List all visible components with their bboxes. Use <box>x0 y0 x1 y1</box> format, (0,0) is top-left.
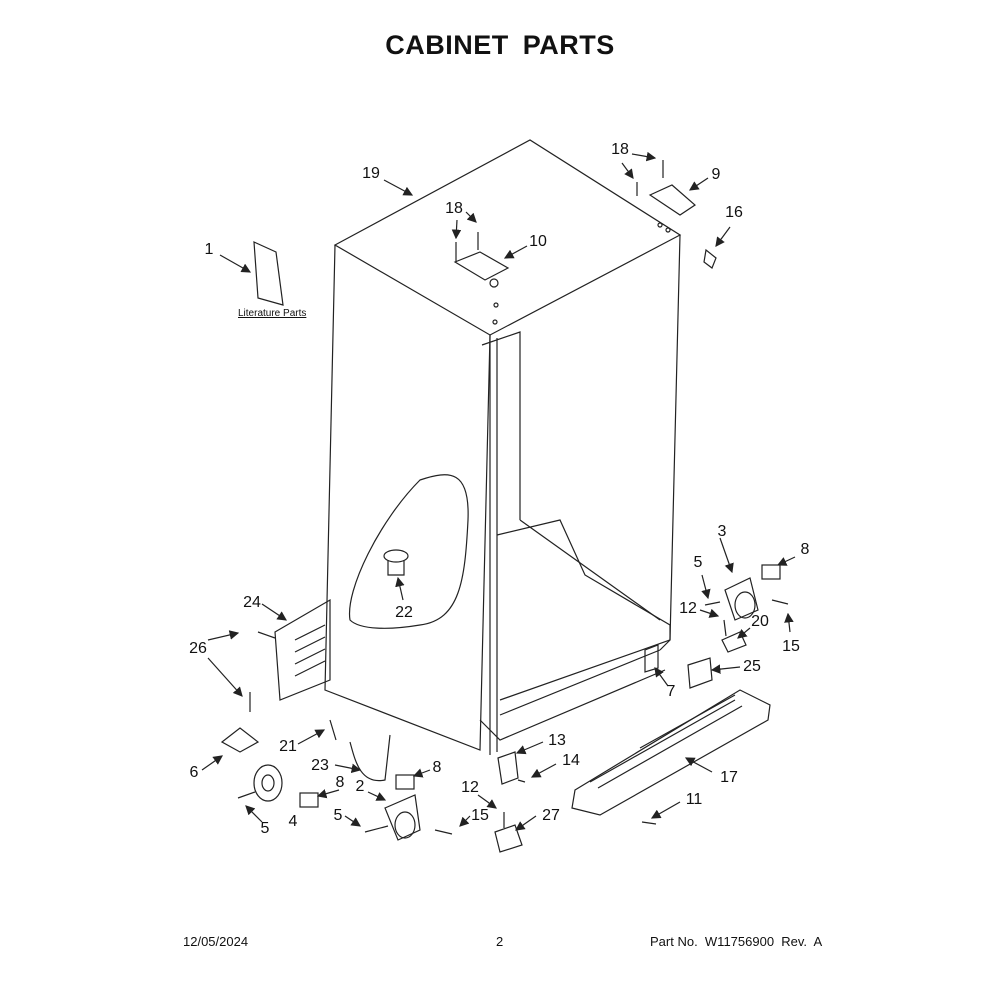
callout-12-b: 12 <box>461 779 479 796</box>
drain-tube-23 <box>349 734 391 782</box>
callout-24: 24 <box>243 594 261 611</box>
callout-9: 9 <box>711 166 721 183</box>
literature-parts-label: Literature Parts <box>238 308 307 319</box>
callout-18-a: 18 <box>445 200 463 217</box>
callout-17: 17 <box>720 769 738 786</box>
callout-13: 13 <box>548 732 566 749</box>
callout-19: 19 <box>362 165 380 182</box>
callout-5-c: 5 <box>260 820 270 837</box>
leveler-bracket-6 <box>220 727 260 753</box>
callout-7: 7 <box>666 683 676 700</box>
page-title: CABINET PARTS <box>385 30 615 60</box>
callout-16: 16 <box>725 204 743 221</box>
callout-2: 2 <box>355 778 365 795</box>
callout-22: 22 <box>395 604 413 621</box>
callout-20: 20 <box>751 613 769 630</box>
roller-assembly-3 <box>724 577 759 621</box>
callout-8-b: 8 <box>335 774 345 791</box>
callout-5-a: 5 <box>693 554 703 571</box>
footer-page-number: 2 <box>496 934 504 949</box>
callout-15-b: 15 <box>471 807 489 824</box>
callout-26: 26 <box>189 640 207 657</box>
callout-14: 14 <box>562 752 580 769</box>
callout-8-c: 8 <box>432 759 442 776</box>
cabinet-front-frame <box>481 331 661 755</box>
top-hinge-10 <box>453 251 510 281</box>
cabinet-left-side <box>324 244 491 751</box>
callout-25: 25 <box>743 658 761 675</box>
callout-27: 27 <box>542 807 560 824</box>
callout-8-a: 8 <box>800 541 810 558</box>
callout-1: 1 <box>204 241 214 258</box>
callout-23: 23 <box>311 757 329 774</box>
callout-15-a: 15 <box>782 638 800 655</box>
callout-12-a: 12 <box>679 600 697 617</box>
footer-date: 12/05/2024 <box>183 934 249 949</box>
callout-5-b: 5 <box>333 807 343 824</box>
callout-4: 4 <box>288 813 298 830</box>
drain-fitting <box>383 549 409 563</box>
callout-21: 21 <box>279 738 297 755</box>
toe-grille-17 <box>571 689 771 816</box>
callout-11: 11 <box>685 791 703 808</box>
cabinet-interior-floor <box>496 519 671 716</box>
footer-part-number: Part No. W11756900 Rev. A <box>650 934 823 949</box>
cutaway-outline <box>348 474 469 629</box>
callout-6: 6 <box>189 764 199 781</box>
callout-10: 10 <box>529 233 547 250</box>
top-hinge-9 <box>648 184 696 216</box>
rear-grille <box>274 598 331 701</box>
literature-booklet <box>253 241 284 306</box>
cabinet-bottom-edge <box>479 669 666 741</box>
cabinet-right-side <box>659 234 681 651</box>
callout-3: 3 <box>717 523 727 540</box>
roller-assembly-2 <box>384 794 421 841</box>
roller-wheel-4 <box>253 764 283 802</box>
callout-18-b: 18 <box>611 141 629 158</box>
cabinet-top <box>333 139 682 336</box>
